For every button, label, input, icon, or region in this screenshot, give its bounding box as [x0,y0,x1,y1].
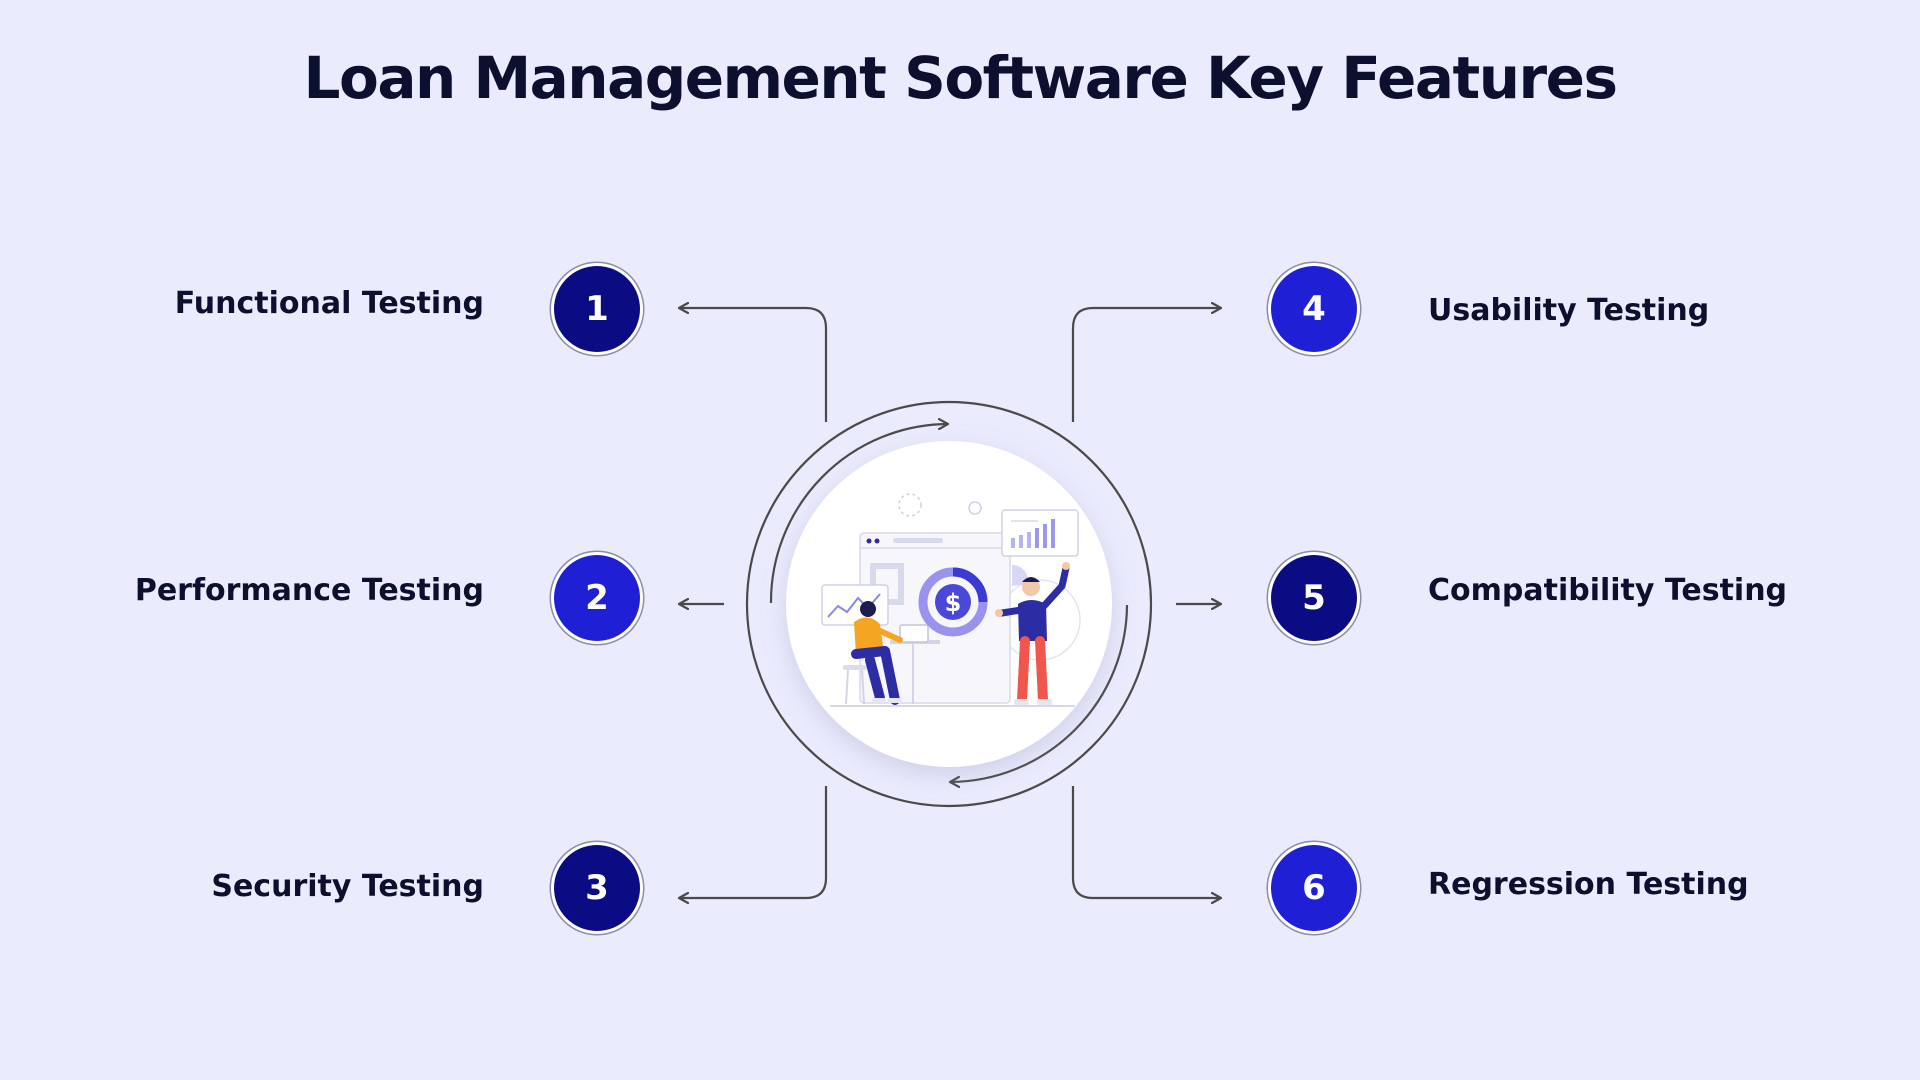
cycle-arrow-top [769,424,947,604]
feature-badge-1: 1 [551,263,643,355]
feature-number-6: 6 [1271,845,1357,931]
connector-6 [1071,786,1220,898]
feature-number-3: 3 [554,845,640,931]
feature-label-5: Compatibility Testing [1428,573,1788,608]
feature-number-2: 2 [554,555,640,641]
connector-3 [680,786,828,898]
page-title: Loan Management Software Key Features [303,44,1618,112]
feature-badge-2: 2 [551,552,643,644]
feature-label-3: Security Testing [211,869,484,904]
cycle-arrow-bottom [951,604,1129,782]
svg-text:$: $ [945,589,962,617]
feature-label-6: Regression Testing [1428,867,1749,902]
feature-badge-3: 3 [551,842,643,934]
feature-badge-5: 5 [1268,552,1360,644]
feature-number-4: 4 [1271,266,1357,352]
connector-1 [680,308,828,422]
feature-badge-4: 4 [1268,263,1360,355]
finance-illustration: $ [821,493,1081,707]
feature-number-5: 5 [1271,555,1357,641]
feature-label-4: Usability Testing [1428,293,1710,328]
feature-number-1: 1 [554,266,640,352]
outer-ring [745,400,1153,808]
dollar-coin-icon: $ [918,567,988,637]
feature-label-2: Performance Testing [134,573,484,608]
feature-badge-6: 6 [1268,842,1360,934]
connector-4 [1071,308,1220,422]
feature-label-1: Functional Testing [174,286,484,321]
